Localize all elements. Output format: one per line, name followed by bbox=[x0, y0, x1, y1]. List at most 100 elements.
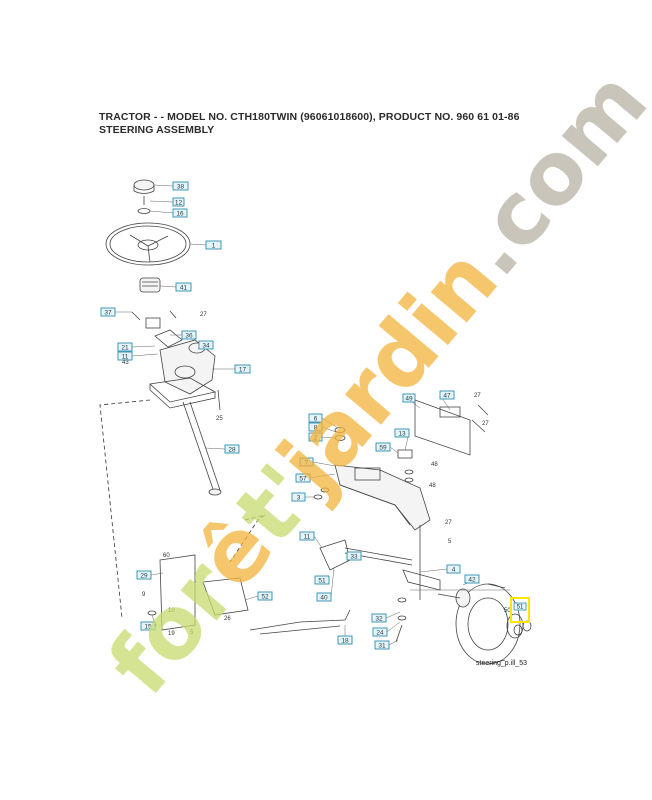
callout-57: 57 bbox=[295, 473, 336, 483]
callout-24: 24 bbox=[372, 621, 401, 637]
svg-text:6: 6 bbox=[314, 415, 318, 422]
callout-40: 40 bbox=[316, 567, 335, 602]
callout-11: 11 bbox=[117, 351, 159, 361]
callout-51: 51 bbox=[314, 575, 510, 591]
callout-37: 37 bbox=[100, 307, 132, 317]
label-27b: 27 bbox=[474, 393, 481, 399]
svg-text:41: 41 bbox=[180, 284, 188, 291]
label-27a: 27 bbox=[200, 312, 207, 318]
svg-text:3: 3 bbox=[297, 494, 301, 501]
callout-3: 3 bbox=[291, 492, 314, 502]
steering-bracket bbox=[159, 554, 249, 631]
callout-31: 31 bbox=[374, 639, 399, 650]
callout-36: 36 bbox=[170, 330, 197, 340]
callout-6: 6 bbox=[308, 413, 339, 429]
svg-text:12: 12 bbox=[175, 199, 183, 206]
callout-15: 15 bbox=[140, 614, 156, 631]
svg-text:8: 8 bbox=[314, 424, 318, 431]
steering-wheel bbox=[105, 222, 191, 266]
callout-28: 28 bbox=[204, 444, 240, 454]
callout-49: 49 bbox=[402, 393, 421, 409]
steering-cap bbox=[133, 179, 155, 191]
label-48a: 48 bbox=[431, 462, 438, 468]
label-27c: 27 bbox=[482, 421, 489, 427]
svg-text:59: 59 bbox=[379, 444, 387, 451]
callout-12: 12 bbox=[149, 197, 185, 207]
callout-2: 2 bbox=[308, 432, 335, 442]
callout-32: 32 bbox=[371, 611, 401, 623]
label-27d: 27 bbox=[445, 520, 452, 526]
svg-text:33: 33 bbox=[350, 553, 358, 560]
callout-29: 29 bbox=[136, 570, 164, 580]
svg-text:29: 29 bbox=[140, 572, 148, 579]
label-9: 9 bbox=[142, 592, 146, 598]
callout-1: 1 bbox=[189, 240, 222, 250]
page-title: TRACTOR - - MODEL NO. CTH180TWIN (960610… bbox=[99, 111, 520, 137]
label-10: 10 bbox=[168, 608, 175, 614]
svg-text:57: 57 bbox=[299, 475, 307, 482]
svg-text:11: 11 bbox=[304, 533, 311, 540]
callout-21: 21 bbox=[117, 342, 156, 352]
illustration-reference-code: steering_p.ill_53 bbox=[476, 660, 527, 667]
svg-text:4: 4 bbox=[452, 566, 456, 573]
label-43: 43 bbox=[122, 360, 129, 366]
svg-text:16: 16 bbox=[176, 210, 184, 217]
callout-18: 18 bbox=[337, 625, 353, 645]
steering-gear-housing bbox=[149, 339, 217, 409]
svg-text:15: 15 bbox=[144, 623, 152, 630]
watermark-text-part1: forêt' bbox=[89, 446, 336, 713]
svg-text:52: 52 bbox=[261, 593, 269, 600]
svg-text:36: 36 bbox=[185, 332, 193, 339]
svg-text:34: 34 bbox=[202, 342, 210, 349]
hub-adapter bbox=[139, 277, 161, 293]
svg-text:13: 13 bbox=[398, 430, 406, 437]
svg-text:24: 24 bbox=[376, 629, 384, 636]
svg-text:17: 17 bbox=[239, 366, 247, 373]
label-5a: 5 bbox=[448, 539, 452, 545]
callout-38: 38 bbox=[153, 181, 189, 191]
label-48b: 48 bbox=[429, 483, 436, 489]
callouts: 38 12 16 1 41 37 36 21 11 34 17 28 47 49… bbox=[100, 181, 510, 650]
highlight-box bbox=[510, 597, 530, 623]
svg-text:42: 42 bbox=[468, 576, 476, 583]
svg-text:38: 38 bbox=[177, 183, 185, 190]
title-line-assembly: STEERING ASSEMBLY bbox=[99, 124, 215, 136]
callout-4: 4 bbox=[419, 564, 461, 574]
svg-text:18: 18 bbox=[341, 637, 349, 644]
svg-text:32: 32 bbox=[375, 615, 383, 622]
label-26: 26 bbox=[224, 616, 231, 622]
callout-11b: 11 bbox=[299, 531, 323, 549]
svg-text:47: 47 bbox=[443, 392, 451, 399]
svg-text:2: 2 bbox=[314, 434, 318, 441]
label-25: 25 bbox=[216, 416, 223, 422]
svg-text:40: 40 bbox=[320, 594, 328, 601]
svg-text:51: 51 bbox=[318, 577, 326, 584]
callout-13: 13 bbox=[394, 428, 410, 451]
callout-33: 33 bbox=[346, 551, 362, 561]
title-line-model: TRACTOR - - MODEL NO. CTH180TWIN (960610… bbox=[99, 111, 520, 123]
svg-text:37: 37 bbox=[104, 309, 112, 316]
svg-text:51: 51 bbox=[517, 605, 524, 611]
label-5b: 5 bbox=[190, 630, 194, 636]
parts-drawing bbox=[99, 179, 532, 665]
steering-shaft bbox=[182, 401, 222, 496]
callout-7: 7 bbox=[299, 457, 336, 467]
callout-17: 17 bbox=[212, 364, 251, 374]
watermark-text-part2: jardin bbox=[258, 230, 518, 513]
callout-52: 52 bbox=[244, 591, 273, 601]
plain-labels: 27 43 25 27 27 48 27 5 60 9 10 26 19 5 5… bbox=[122, 312, 511, 637]
svg-text:1: 1 bbox=[212, 242, 216, 249]
callout-8: 8 bbox=[308, 422, 337, 433]
washer bbox=[137, 208, 151, 214]
svg-text:28: 28 bbox=[228, 446, 236, 453]
callout-41: 41 bbox=[159, 282, 192, 292]
callout-47: 47 bbox=[439, 390, 455, 411]
svg-text:7: 7 bbox=[305, 459, 309, 466]
label-60: 60 bbox=[163, 553, 170, 559]
svg-text:11: 11 bbox=[122, 353, 129, 360]
svg-text:21: 21 bbox=[121, 344, 129, 351]
callout-59: 59 bbox=[375, 442, 399, 454]
front-axle bbox=[334, 464, 431, 531]
callout-42: 42 bbox=[462, 574, 480, 586]
